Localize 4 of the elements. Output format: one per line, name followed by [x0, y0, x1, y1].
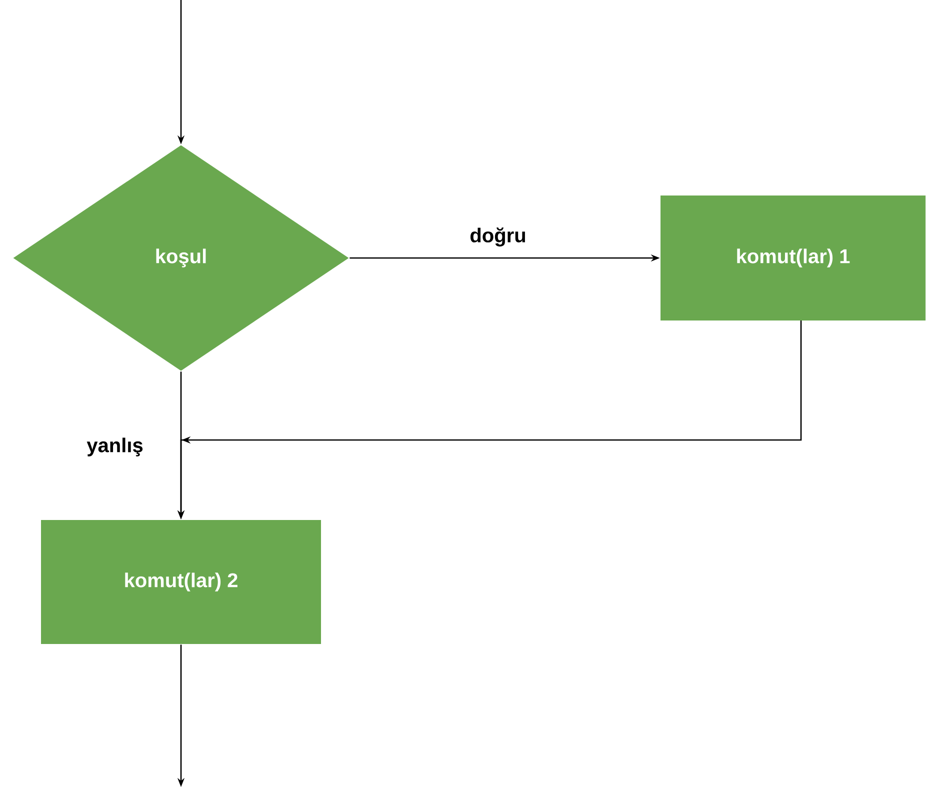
edge-label: yanlış	[86, 436, 144, 458]
edge-label: doğru	[468, 226, 528, 248]
process-box: komut(lar) 2	[41, 520, 321, 644]
process-box: komut(lar) 1	[660, 196, 926, 320]
